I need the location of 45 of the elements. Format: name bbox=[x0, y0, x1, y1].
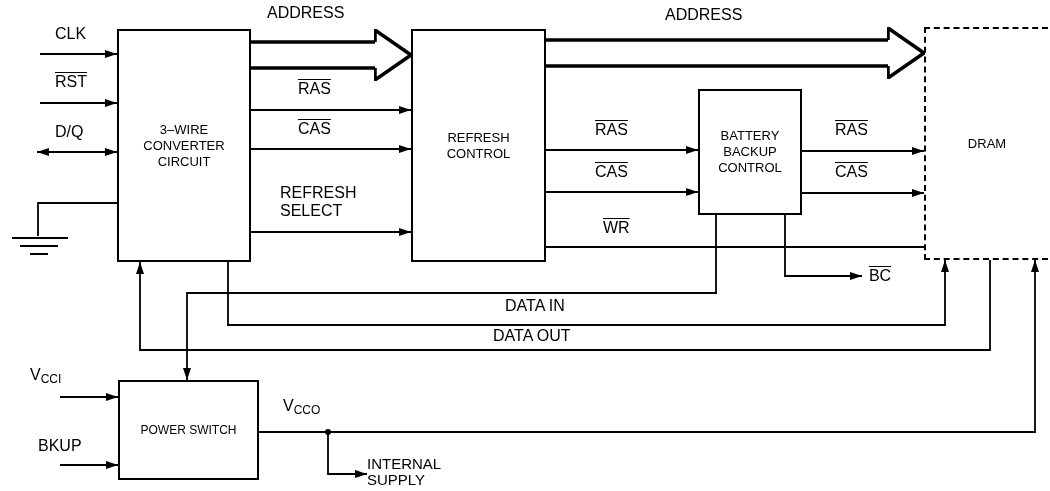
signal-label: BKUP bbox=[38, 437, 82, 455]
ground-symbol bbox=[10, 236, 70, 258]
signal-label: RAS bbox=[835, 121, 868, 139]
arrow bbox=[545, 188, 699, 196]
block-box: 3–WIRE CONVERTER CIRCUIT bbox=[117, 29, 251, 262]
signal-label: CAS bbox=[595, 163, 628, 181]
signal-label: CAS bbox=[835, 163, 868, 181]
block-box: BATTERY BACKUP CONTROL bbox=[698, 89, 802, 215]
signal-label: CAS bbox=[298, 120, 331, 138]
signal-label: CLK bbox=[55, 25, 87, 43]
dashed-block: DRAM bbox=[924, 27, 1048, 260]
arrow bbox=[250, 145, 412, 153]
arrow bbox=[258, 431, 368, 478]
arrow bbox=[801, 189, 925, 197]
arrow bbox=[250, 106, 412, 114]
terminal-label: INTERNAL SUPPLY bbox=[367, 456, 475, 491]
arrow bbox=[59, 393, 119, 401]
arrow bbox=[784, 214, 863, 280]
signal-label: V$_{CCI}$ bbox=[30, 366, 62, 384]
signal-label: REFRESH SELECT bbox=[280, 184, 358, 220]
terminal-label: BC bbox=[862, 265, 898, 287]
signal-label: ADDRESS bbox=[267, 4, 345, 22]
arrow bbox=[545, 146, 699, 154]
signal-label: DATA IN bbox=[505, 297, 565, 315]
signal-label: V$_{CCO}$ bbox=[283, 397, 321, 415]
signal-label: RST bbox=[55, 73, 87, 91]
signal-line bbox=[37, 202, 118, 237]
arrow bbox=[59, 461, 119, 469]
arrow bbox=[36, 148, 118, 156]
signal-label: RAS bbox=[595, 121, 628, 139]
signal-line bbox=[545, 246, 925, 248]
arrow bbox=[39, 99, 118, 107]
signal-label: RAS bbox=[298, 80, 331, 98]
signal-label: ADDRESS bbox=[665, 6, 743, 24]
signal-label: D/Q bbox=[55, 123, 84, 141]
arrow bbox=[801, 147, 925, 155]
arrow bbox=[183, 214, 717, 381]
signal-label: DATA OUT bbox=[493, 327, 571, 345]
block-box: POWER SWITCH bbox=[118, 380, 259, 480]
arrow bbox=[136, 259, 991, 351]
arrow bbox=[39, 50, 118, 58]
block-box: REFRESH CONTROL bbox=[411, 29, 546, 262]
signal-label: WR bbox=[603, 219, 630, 237]
arrow bbox=[250, 228, 412, 236]
arrow bbox=[227, 259, 949, 326]
